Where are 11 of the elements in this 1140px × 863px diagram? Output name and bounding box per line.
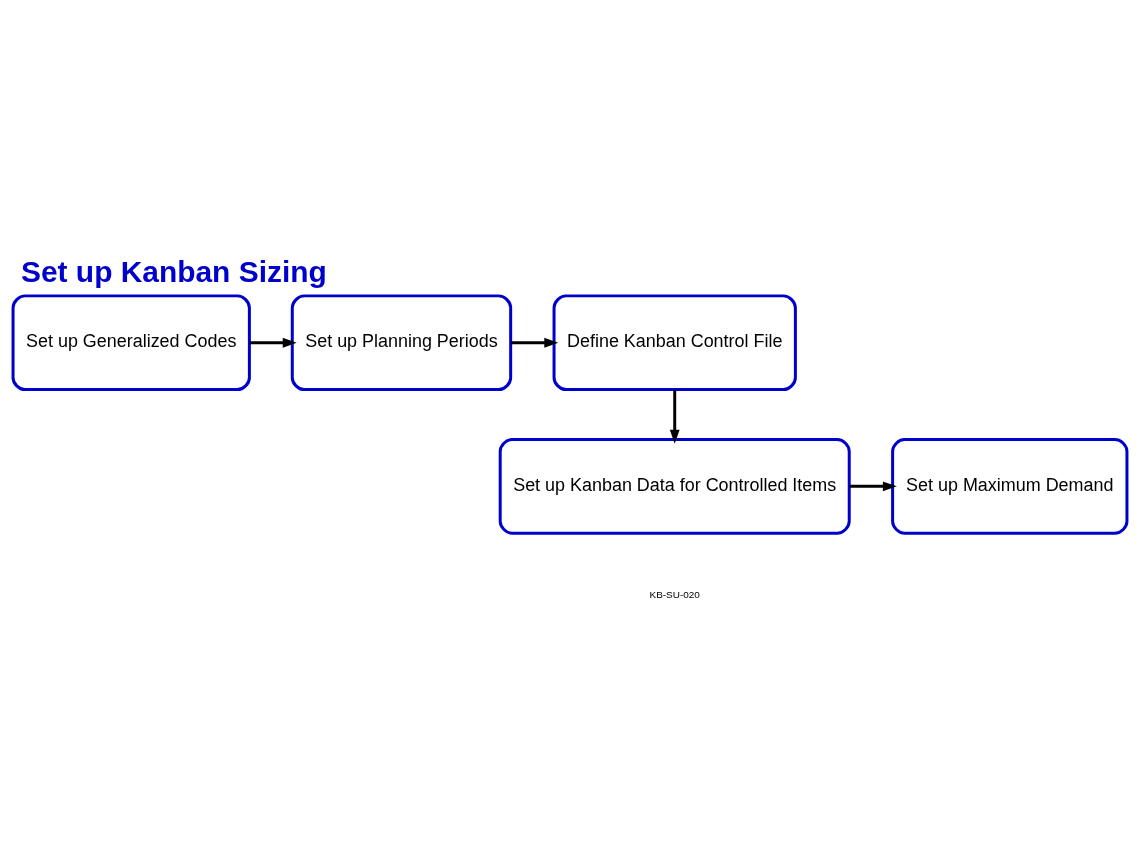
diagram-title: Set up Kanban Sizing xyxy=(21,254,327,288)
arrow xyxy=(510,337,559,348)
label: KB-SU-020 xyxy=(649,589,700,601)
arrow xyxy=(249,337,297,348)
node-box: Set up Maximum Demand xyxy=(891,438,1129,535)
node-box: Define Kanban Control File xyxy=(552,294,797,392)
arrow xyxy=(849,481,897,492)
node-box: Set up Planning Periods xyxy=(290,294,513,392)
arrow xyxy=(669,389,680,444)
node-box: Set up Kanban Data for Controlled Items xyxy=(498,438,851,535)
node-box: Set up Generalized Codes xyxy=(11,294,251,392)
